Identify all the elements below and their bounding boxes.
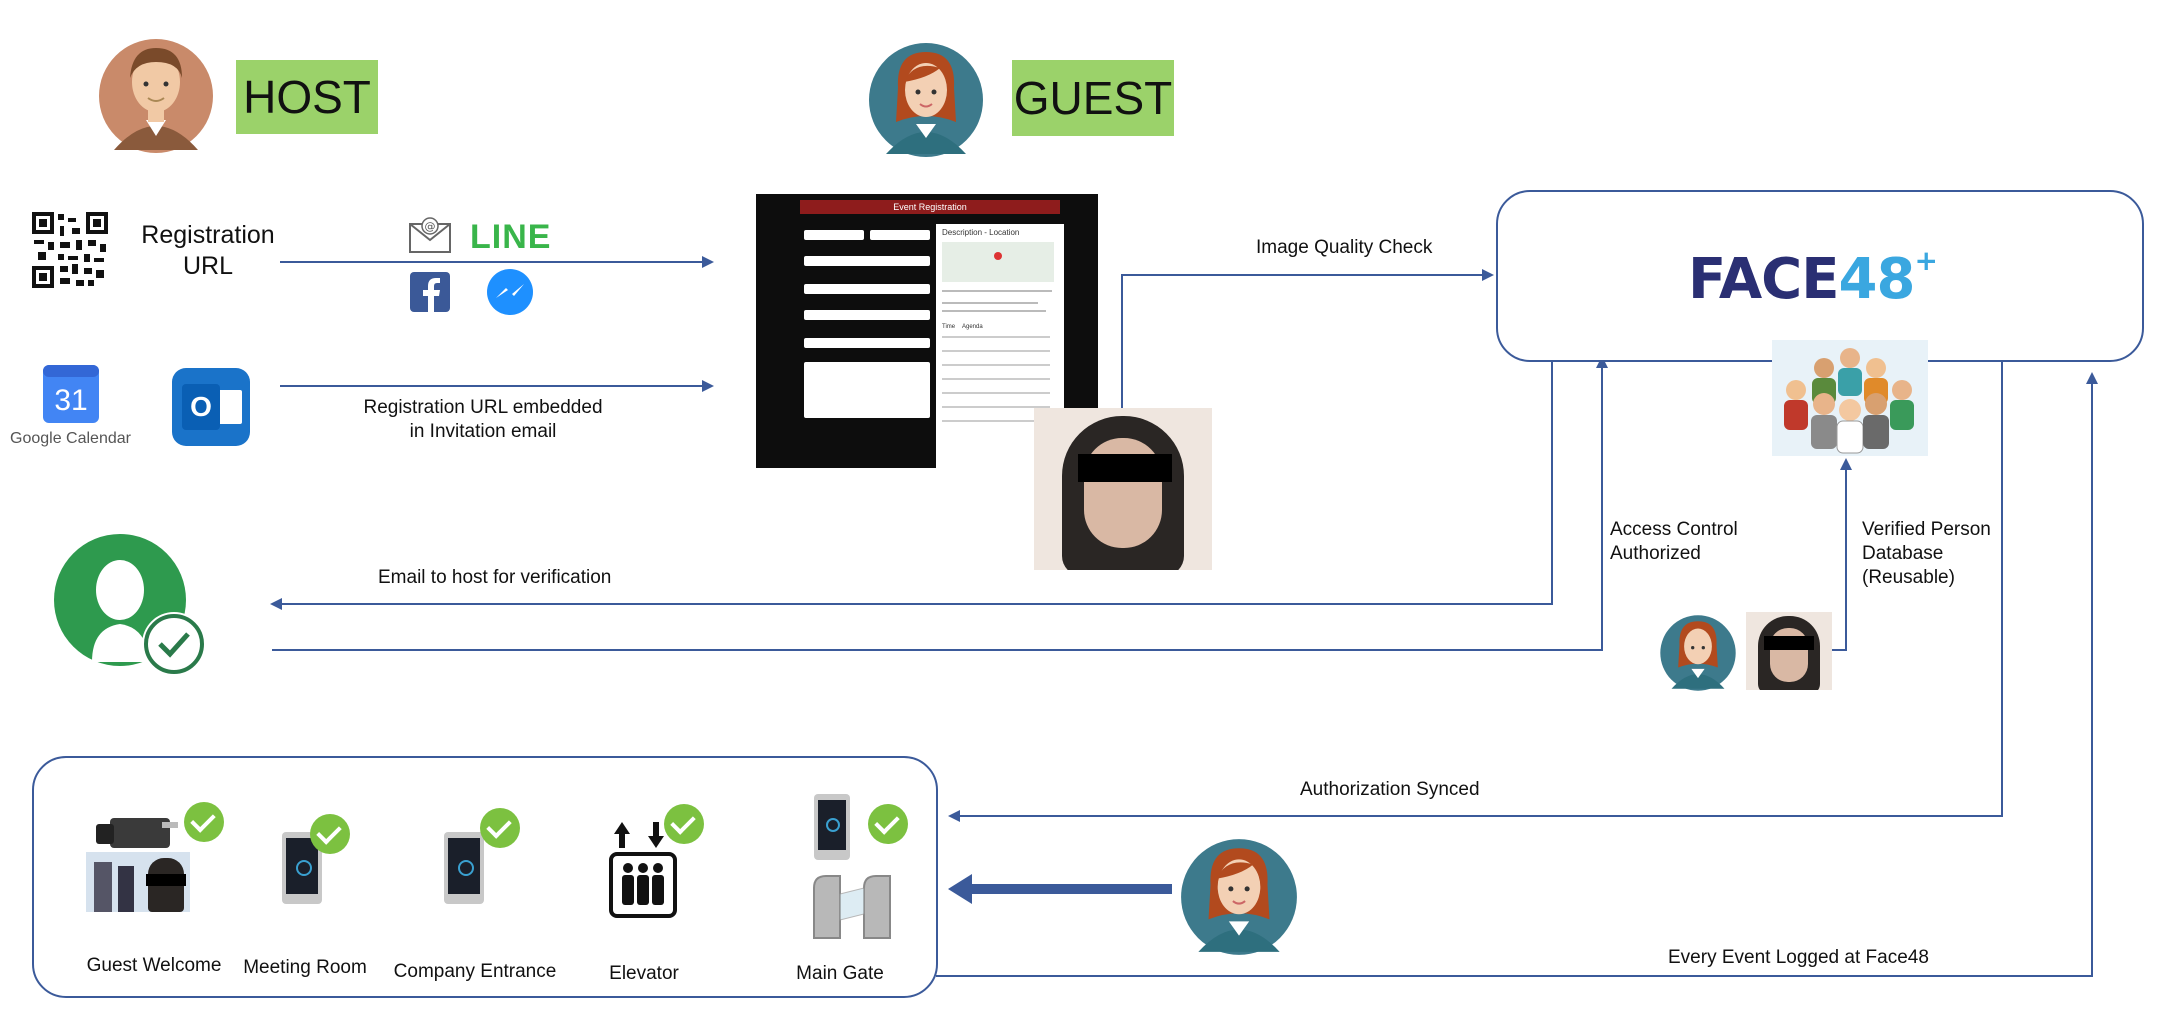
line-logo: LINE	[470, 218, 552, 256]
facebook-icon	[410, 272, 450, 312]
turnstile-gate-icon	[813, 875, 891, 939]
form-field-company	[804, 284, 930, 294]
form-text-line	[942, 302, 1038, 304]
agenda-row	[942, 350, 1050, 352]
agenda-row	[942, 406, 1050, 408]
face48-logo: FACE48+	[1688, 244, 1938, 312]
arrow-auth-synced	[948, 362, 2003, 822]
svg-text:@: @	[425, 220, 436, 233]
guest-avatar-icon	[869, 43, 983, 157]
welcome-person	[94, 862, 112, 912]
arrow-email-host	[270, 360, 1553, 610]
form-field-phone	[804, 310, 930, 320]
gcal-day: 31	[54, 384, 87, 417]
terminal-face-ring	[458, 860, 474, 876]
agenda-row	[942, 364, 1050, 366]
host-tag: HOST	[236, 60, 378, 134]
cctv-camera-icon	[96, 818, 178, 848]
photo-privacy-bar	[1078, 454, 1172, 482]
guest-avatar-bottom-icon	[1181, 839, 1297, 955]
face48-logo-face: FACE	[1688, 247, 1840, 312]
embedded-url-label: Registration URL embedded in Invitation …	[363, 397, 603, 442]
device-guest-welcome	[84, 802, 224, 922]
thick-arrow-head	[948, 874, 972, 904]
device-label: Main Gate	[796, 963, 884, 984]
outlook-icon: O	[172, 368, 250, 446]
check-icon	[184, 802, 224, 842]
face48-platform-box: FACE48+	[1496, 190, 2144, 362]
guest-face-photo	[1034, 408, 1212, 570]
form-text-line	[942, 290, 1052, 292]
verified-host-icon	[54, 534, 206, 676]
device-label: Company Entrance	[393, 961, 557, 982]
photo-privacy-bar	[146, 874, 186, 886]
elevator-icon	[609, 822, 677, 918]
registration-url-label: Registration URL	[141, 221, 275, 281]
guest-tag: GUEST	[1012, 60, 1174, 136]
google-calendar-label: Google Calendar	[10, 430, 131, 447]
check-icon	[480, 808, 520, 848]
access-devices-box: Guest Welcome Meeting Room Company Entra…	[32, 756, 938, 998]
access-control-label: Access Control Authorized	[1610, 519, 1738, 564]
form-field-email	[804, 256, 930, 266]
arrow-quality-check	[1121, 269, 1494, 410]
terminal-face-ring	[296, 860, 312, 876]
welcome-screen	[86, 852, 190, 912]
host-avatar-icon	[99, 39, 213, 153]
check-icon	[868, 804, 908, 844]
device-label: Guest Welcome	[86, 955, 222, 976]
device-label: Meeting Room	[243, 957, 367, 978]
agenda-row	[942, 420, 1050, 422]
check-icon	[310, 814, 350, 854]
guest-avatar-small-icon	[1660, 615, 1736, 691]
email-icon: @	[409, 217, 451, 253]
auth-synced-label: Authorization Synced	[1300, 779, 1480, 800]
form-text-line	[942, 310, 1046, 312]
check-icon	[664, 804, 704, 844]
form-header: Event Registration	[800, 200, 1060, 214]
form-description-title: Description - Location	[942, 228, 1020, 237]
outlook-letter: O	[182, 384, 220, 430]
map-pin-icon	[994, 252, 1002, 260]
event-logged-label: Every Event Logged at Face48	[1668, 947, 1929, 968]
agenda-row	[942, 392, 1050, 394]
welcome-person	[118, 866, 134, 912]
face-terminal-icon	[814, 794, 850, 860]
qr-code-icon	[32, 212, 108, 288]
registration-form-screenshot: Event Registration Description - Locatio…	[756, 194, 1098, 468]
form-field-first-name	[804, 230, 864, 240]
terminal-face-ring	[826, 818, 840, 832]
form-field-position	[804, 338, 930, 348]
email-verification-label: Email to host for verification	[378, 567, 612, 588]
agenda-row	[942, 336, 1050, 338]
form-field-last-name	[870, 230, 930, 240]
agenda-col-time: Time	[942, 324, 956, 330]
agenda-row	[942, 378, 1050, 380]
photo-privacy-bar	[1764, 636, 1814, 650]
google-calendar-icon: 31	[43, 365, 99, 423]
thick-arrow-body	[968, 884, 1172, 894]
verified-db-label: Verified Person Database (Reusable)	[1862, 519, 1991, 588]
face48-logo-num: 48	[1838, 247, 1916, 312]
arrow-access-control	[272, 356, 1608, 651]
face48-logo-plus: +	[1914, 244, 1937, 277]
guest-face-photo-small	[1746, 612, 1832, 690]
face-terminal-icon	[444, 832, 484, 904]
form-photo-drop-zone	[804, 362, 930, 418]
device-label: Elevator	[609, 963, 679, 984]
image-quality-label: Image Quality Check	[1256, 237, 1433, 258]
messenger-icon	[487, 269, 533, 315]
people-database-icon	[1772, 340, 1928, 456]
arrow-event-logged	[936, 372, 2098, 977]
form-map-thumbnail	[942, 242, 1054, 282]
agenda-col-agenda: Agenda	[962, 324, 983, 330]
